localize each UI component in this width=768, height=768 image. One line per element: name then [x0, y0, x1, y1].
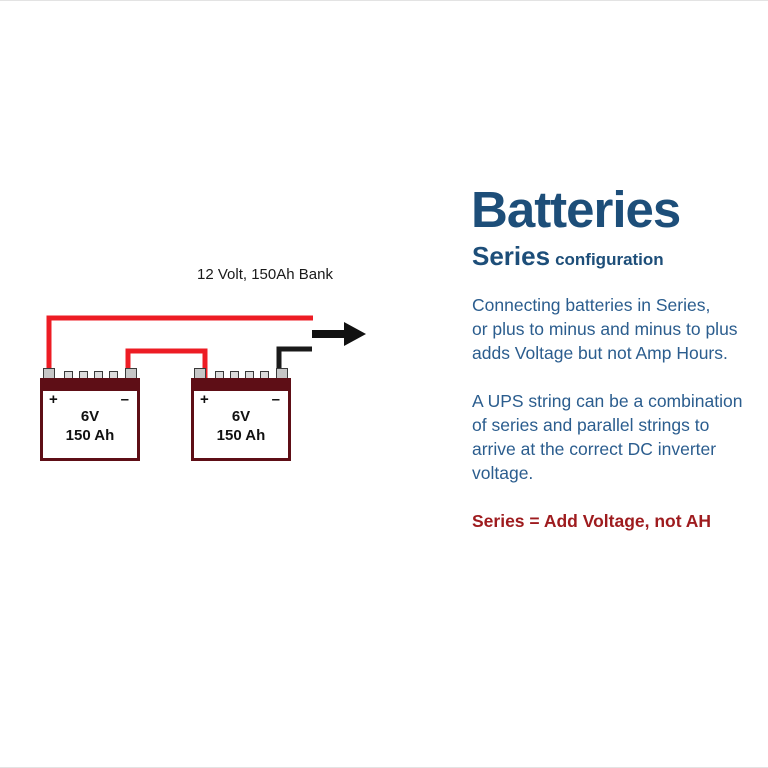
battery-capacity-label: 150 Ah [216, 427, 266, 444]
minus-terminal-label: – [120, 391, 129, 408]
battery-top-bar [40, 378, 140, 391]
battery-body: + – 6V 150 Ah [191, 391, 291, 461]
battery-capacity-label: 150 Ah [65, 427, 115, 444]
bank-label: 12 Volt, 150Ah Bank [197, 266, 333, 283]
plus-terminal-label: + [200, 391, 209, 408]
subtitle-primary: Series [472, 241, 551, 271]
battery-top-bar [191, 378, 291, 391]
plus-terminal-label: + [49, 391, 58, 408]
highlight-summary: Series = Add Voltage, not AH [472, 511, 712, 531]
battery-voltage-label: 6V [80, 408, 100, 425]
output-arrow-icon [312, 322, 366, 346]
page-title: Batteries [471, 181, 681, 238]
battery-voltage-label: 6V [231, 408, 251, 425]
paragraph-ups-string: A UPS string can be a combination of ser… [472, 391, 743, 483]
battery-2: + – 6V 150 Ah [191, 367, 291, 461]
battery-body: + – 6V 150 Ah [40, 391, 140, 461]
subtitle-secondary: configuration [555, 250, 664, 269]
battery-1: + – 6V 150 Ah [40, 367, 140, 461]
minus-terminal-label: – [271, 391, 280, 408]
paragraph-series-explanation: Connecting batteries in Series, or plus … [472, 295, 738, 363]
